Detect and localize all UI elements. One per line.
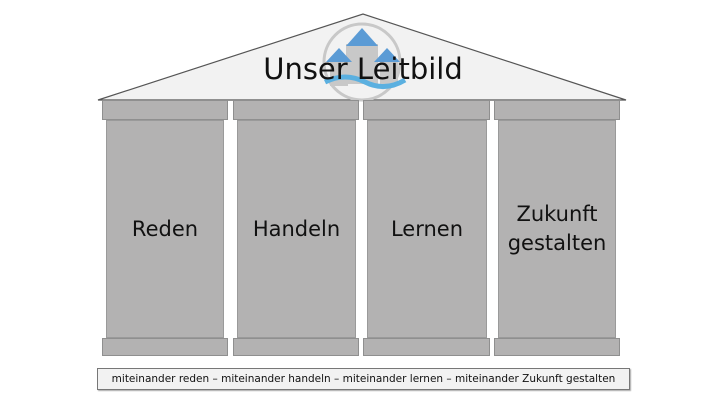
pillar-base (494, 338, 620, 356)
pillar-label: Zukunft gestalten (507, 202, 607, 255)
pillar-reden: Reden (106, 120, 224, 338)
pillar-base (363, 338, 490, 356)
castle-logo-icon (322, 22, 407, 102)
pillar-base (233, 338, 359, 356)
pillar-cap (233, 100, 359, 120)
pillar-lernen: Lernen (367, 120, 487, 338)
pillar-base (102, 338, 228, 356)
pillar-zukunft-gestalten: Zukunft gestalten (498, 120, 616, 338)
pillar-cap (102, 100, 228, 120)
pillar-label: Handeln (252, 216, 341, 241)
pillar-label: Reden (131, 216, 199, 241)
page-title: Unser Leitbild (263, 52, 463, 86)
roof (97, 13, 627, 102)
motto-banner: miteinander reden – miteinander handeln … (97, 368, 630, 390)
pillar-cap (363, 100, 490, 120)
pillar-cap (494, 100, 620, 120)
pillar-handeln: Handeln (237, 120, 356, 338)
pillar-label: Lernen (390, 216, 464, 241)
